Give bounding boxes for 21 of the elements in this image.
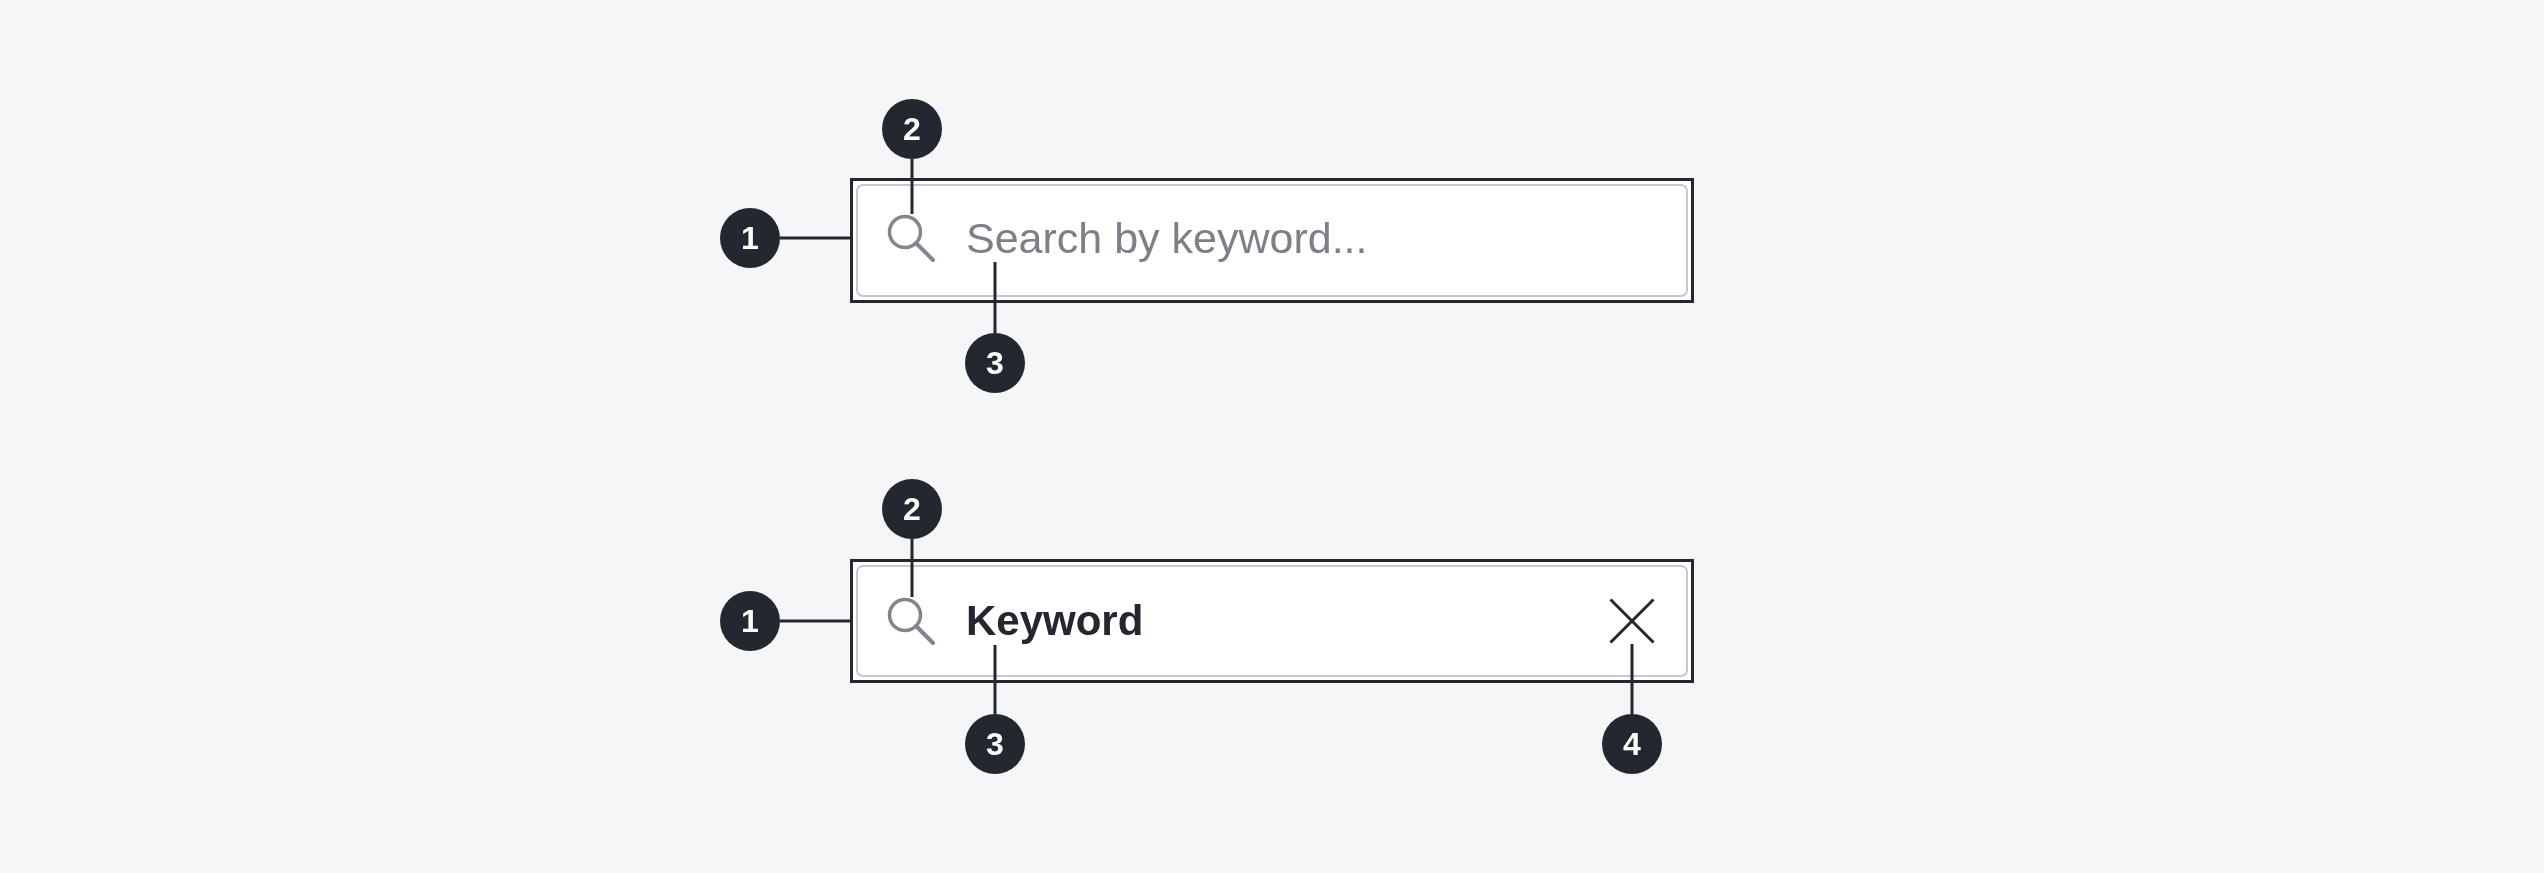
search-icon [887,214,935,262]
leader-line [993,262,997,333]
callout-number: 3 [965,333,1025,393]
leader-line [780,236,850,240]
callout-number: 2 [882,479,942,539]
search-icon [887,597,935,645]
input-text: Keyword [966,597,1144,645]
placeholder-text: Search by keyword... [966,214,1368,262]
leader-line [910,159,914,214]
leader-line [1630,644,1634,714]
search-field [850,559,1694,683]
leader-line [780,619,850,623]
callout-number: 1 [720,591,780,651]
callout-number: 3 [965,714,1025,774]
callout-number: 4 [1602,714,1662,774]
search-field [850,178,1694,303]
close-icon [1609,598,1655,644]
callout-number: 1 [720,208,780,268]
leader-line [910,539,914,597]
callout-number: 2 [882,99,942,159]
leader-line [993,645,997,714]
